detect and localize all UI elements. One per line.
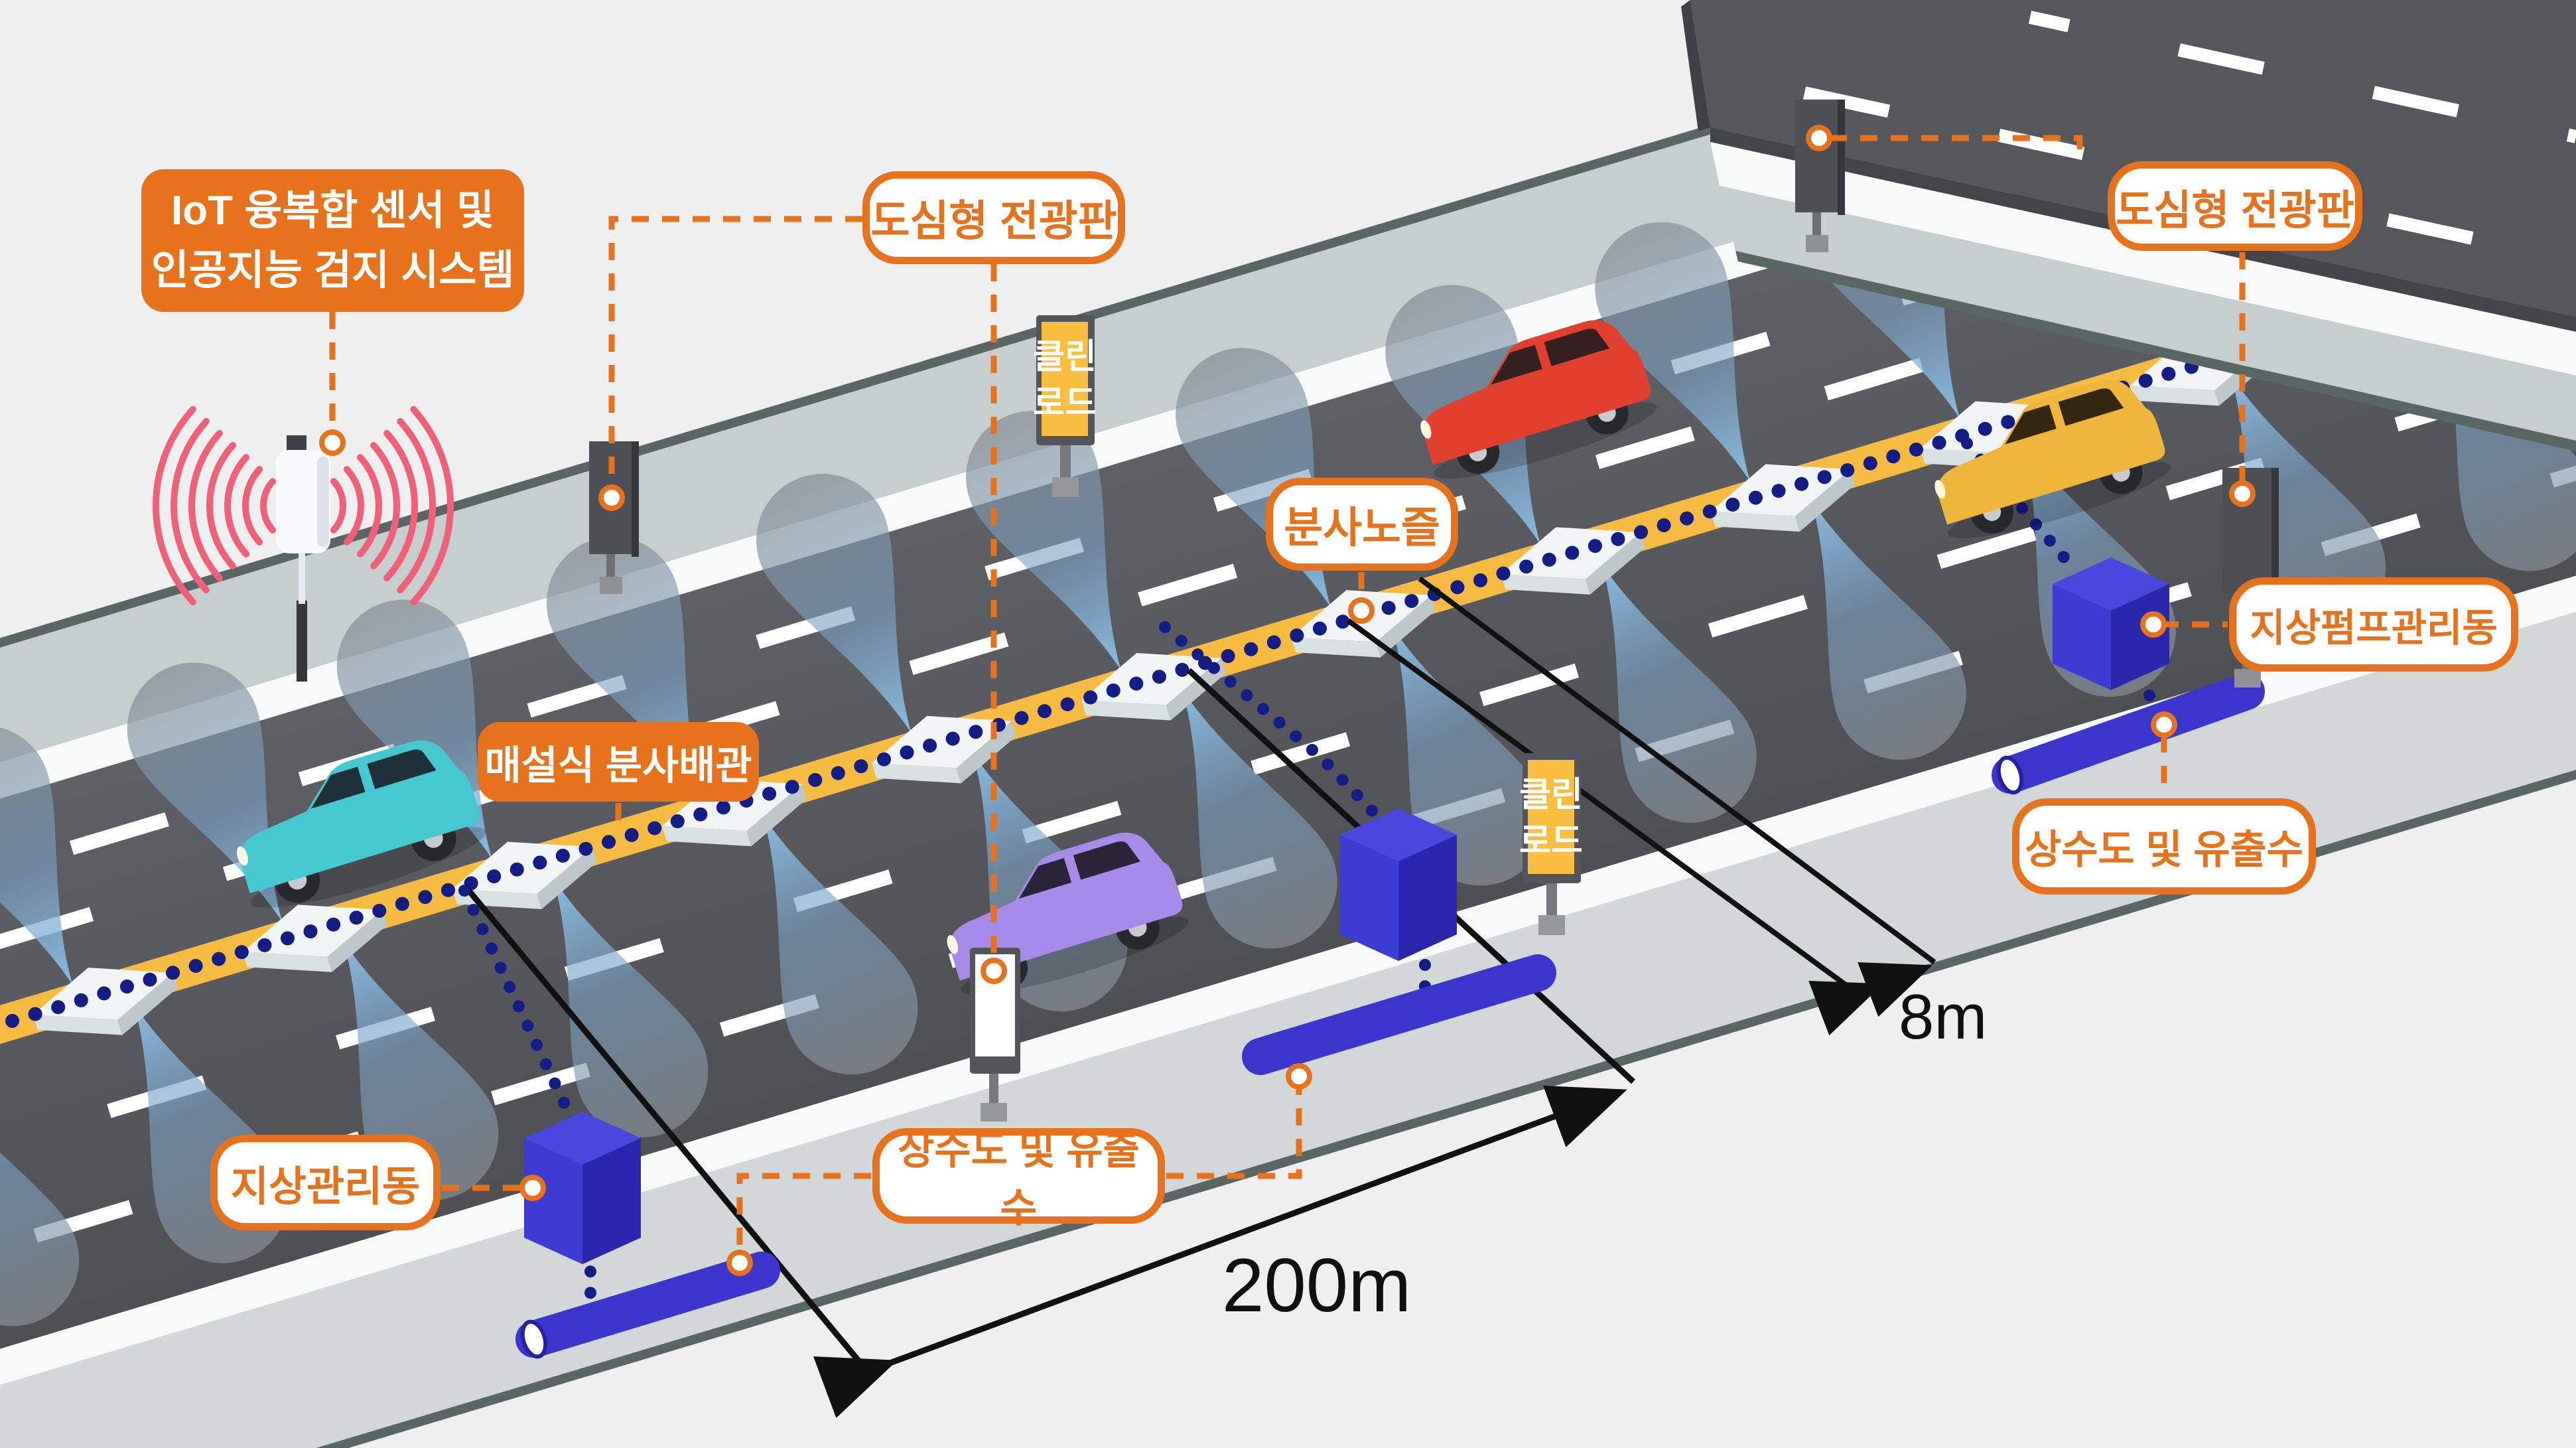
- cars: [236, 320, 2177, 1008]
- iot-sensor: [276, 435, 330, 682]
- water-pipes: [515, 673, 2265, 1359]
- radio-wave-icon: [152, 405, 454, 606]
- measure-8m: 8m: [1899, 981, 1988, 1052]
- water-pipe-center: [1242, 954, 1556, 1075]
- label-water-supply-bottom: 상수도 및 유출수: [872, 1128, 1165, 1230]
- label-display-board-center: 도심형 전광판: [862, 171, 1125, 264]
- yellow-car: [1934, 380, 2177, 551]
- label-display-board-right: 도심형 전광판: [2108, 161, 2362, 251]
- ground-management-building: [524, 1112, 641, 1264]
- arrow-200m: [813, 1086, 1627, 1418]
- leader-dots: [319, 125, 2256, 1276]
- label-pump-building: 지상펌프관리동: [2229, 577, 2518, 672]
- label-buried-spray-pipe: 매설식 분사배관: [478, 722, 759, 802]
- arrow-8m: [1808, 962, 1932, 1036]
- pump-management-building: [2053, 557, 2169, 690]
- water-pipe-left: [515, 1252, 780, 1358]
- teal-car: [236, 740, 492, 922]
- label-spray-nozzle: 분사노즐: [1266, 478, 1458, 571]
- label-water-supply-right: 상수도 및 유출수: [2012, 798, 2316, 895]
- label-ground-building: 지상관리동: [210, 1135, 441, 1230]
- upper-road-lane-markings: [1802, 11, 2576, 264]
- mid-building: [1340, 808, 1457, 961]
- water-pipe-right: [1992, 673, 2265, 794]
- red-car: [1420, 320, 1662, 492]
- upper-sidewalk-edge: [0, 0, 2576, 774]
- upper-sidewalk: [0, 0, 2576, 879]
- lower-sidewalk-edge: [0, 527, 2576, 1448]
- label-iot-sensor: IoT 융복합 센서 및 인공지능 검지 시스템: [141, 169, 524, 312]
- leader-lines: [329, 135, 2246, 1252]
- buildings: [524, 557, 2169, 1264]
- purple-car: [947, 832, 1194, 1008]
- measure-200m: 200m: [1222, 1244, 1412, 1328]
- label-iot-line2: 인공지능 검지 시스템: [151, 247, 515, 293]
- label-iot-line1: IoT 융복합 센서 및: [171, 187, 494, 234]
